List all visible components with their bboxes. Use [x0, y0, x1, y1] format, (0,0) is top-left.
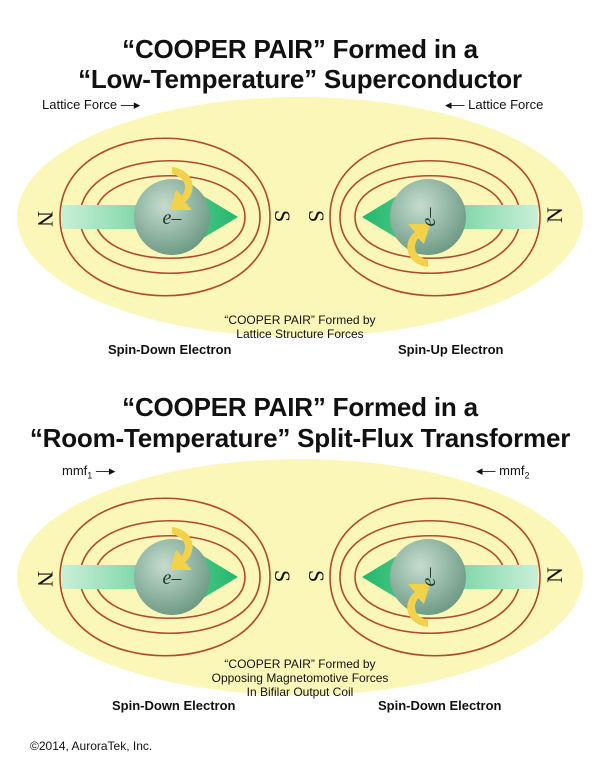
bottom-title-line2: “Room-Temperature” Split-Flux Transforme… — [29, 423, 571, 453]
top-left-spin-arrow — [170, 167, 193, 210]
top-right-north-pole: N — [542, 207, 567, 223]
bottom-background-ellipse — [17, 459, 583, 695]
copyright-notice: ©2014, AuroraTek, Inc. — [30, 739, 153, 753]
top-right-south-pole: S — [304, 210, 329, 222]
top-right-electron-symbol: e– — [418, 207, 440, 227]
bottom-left-spin-arrow — [170, 527, 193, 570]
bottom-right-spin-arrow — [407, 584, 430, 627]
arrow-left-icon: ◂— — [445, 97, 465, 112]
bottom-right-electron-label: Spin-Down Electron — [378, 698, 502, 713]
bottom-left-field-lines — [59, 497, 271, 657]
mmf1-text: mmf — [62, 463, 88, 478]
lattice-force-text-left: Lattice Force — [42, 97, 118, 112]
lattice-force-text-right: Lattice Force — [468, 97, 544, 112]
top-cooper-pair-diagram: e– e– N S S N — [17, 97, 583, 337]
bottom-caption: “COOPER PAIR” Formed by Opposing Magneto… — [150, 657, 450, 699]
top-right-spin-arrow — [407, 224, 430, 267]
top-left-electron-sphere — [134, 179, 210, 255]
top-left-north-pole: N — [33, 211, 58, 227]
arrow-left-icon: ◂— — [476, 463, 496, 478]
top-right-field-lines — [329, 137, 541, 297]
top-caption-line1: “COOPER PAIR” Formed by — [224, 313, 376, 327]
bottom-right-south-pole: S — [304, 570, 329, 582]
bottom-left-electron-symbol: e– — [163, 567, 183, 589]
top-right-force-label: ◂— Lattice Force — [445, 97, 543, 113]
top-caption-line2: Lattice Structure Forces — [236, 327, 364, 341]
top-background-ellipse — [17, 97, 583, 337]
top-left-force-label: Lattice Force —▸ — [42, 97, 140, 113]
bottom-right-electron-sphere — [390, 539, 466, 615]
bottom-left-south-pole: S — [270, 570, 295, 582]
top-title-line2: “Low-Temperature” Superconductor — [78, 64, 522, 94]
top-caption: “COOPER PAIR” Formed by Lattice Structur… — [150, 313, 450, 341]
bottom-left-electron-sphere — [134, 539, 210, 615]
top-left-south-pole: S — [270, 210, 295, 222]
top-right-electron-label: Spin-Up Electron — [398, 342, 504, 357]
mmf2-subscript: 2 — [524, 470, 530, 481]
bottom-title-line1: “COOPER PAIR” Formed in a — [122, 392, 478, 422]
bottom-right-field-lines — [329, 497, 541, 657]
bottom-right-north-pole: N — [542, 567, 567, 583]
bottom-right-mmf-label: ◂— mmf2 — [476, 463, 529, 484]
top-right-electron-sphere — [390, 179, 466, 255]
bottom-caption-line3: In Bifilar Output Coil — [246, 685, 354, 699]
mmf1-subscript: 1 — [87, 470, 93, 481]
top-left-electron-label: Spin-Down Electron — [108, 342, 232, 357]
top-title-line1: “COOPER PAIR” Formed in a — [122, 34, 478, 64]
mmf2-text: mmf — [499, 463, 525, 478]
bottom-left-electron-label: Spin-Down Electron — [112, 698, 236, 713]
bottom-caption-line1: “COOPER PAIR” Formed by — [224, 657, 376, 671]
arrow-right-icon: —▸ — [120, 97, 141, 112]
top-left-field-lines — [59, 137, 271, 297]
bottom-cooper-pair-diagram: e– e– N S S N — [17, 459, 583, 695]
bottom-left-mmf-label: mmf1 —▸ — [62, 463, 115, 484]
bottom-caption-line2: Opposing Magnetomotive Forces — [211, 671, 389, 685]
arrow-right-icon: —▸ — [95, 463, 116, 478]
bottom-right-electron-symbol: e– — [418, 567, 440, 587]
bottom-left-north-pole: N — [33, 571, 58, 587]
top-left-electron-symbol: e– — [163, 207, 183, 229]
